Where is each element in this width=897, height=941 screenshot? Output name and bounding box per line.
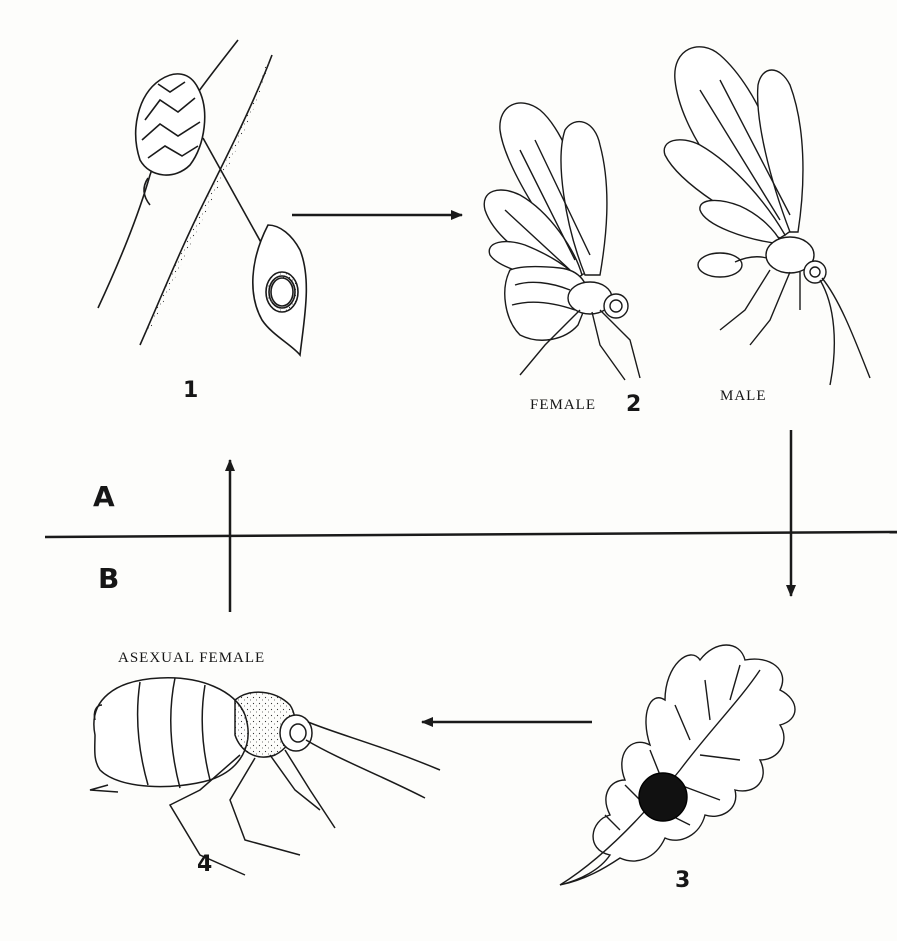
- stage-3-label: 3: [675, 868, 691, 893]
- wingless-asexual-wasp-icon: [89, 677, 441, 876]
- generation-a-label: A: [93, 480, 115, 513]
- stage-4-label: 4: [197, 852, 213, 877]
- stage-1-label: 1: [183, 378, 199, 403]
- female-label: FEMALE: [530, 397, 596, 413]
- generation-b-label: B: [98, 562, 120, 595]
- oak-leaf-with-gall-icon: [559, 644, 796, 886]
- male-label: MALE: [720, 388, 767, 404]
- stage-2-label: 2: [626, 392, 642, 417]
- winged-female-wasp-icon: [483, 102, 641, 381]
- generation-divider-line: [44, 530, 897, 539]
- twig-with-bud-gall-icon: [97, 39, 308, 357]
- winged-male-wasp-icon: [663, 46, 871, 386]
- asexual-female-label: ASEXUAL FEMALE: [118, 650, 266, 666]
